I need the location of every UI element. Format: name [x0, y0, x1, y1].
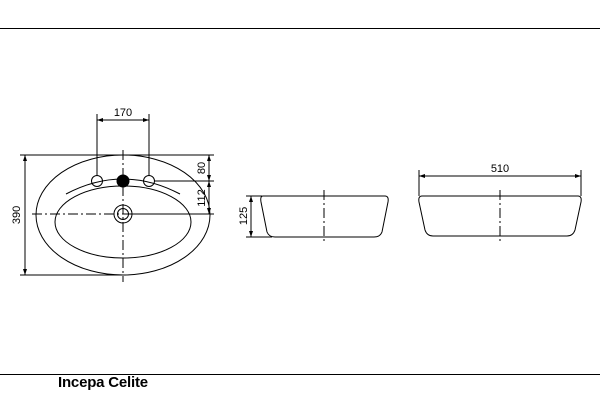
dim-label-80: 80: [196, 162, 208, 174]
dim-label-170: 170: [114, 107, 132, 119]
front-view: [418, 170, 582, 242]
side-view-arrows: [249, 196, 253, 237]
side-view: [246, 190, 389, 242]
dim-label-390: 390: [11, 206, 23, 224]
top-view: [20, 114, 214, 282]
side-profile: [260, 195, 389, 238]
dim-label-510: 510: [491, 163, 509, 175]
top-view-arrows: [23, 118, 211, 275]
brand-logo-text: Incepa Celite: [58, 374, 148, 391]
dim-label-112: 112: [196, 189, 208, 207]
dim-label-125: 125: [238, 207, 250, 225]
front-profile: [418, 195, 582, 237]
front-view-arrows: [419, 174, 581, 178]
